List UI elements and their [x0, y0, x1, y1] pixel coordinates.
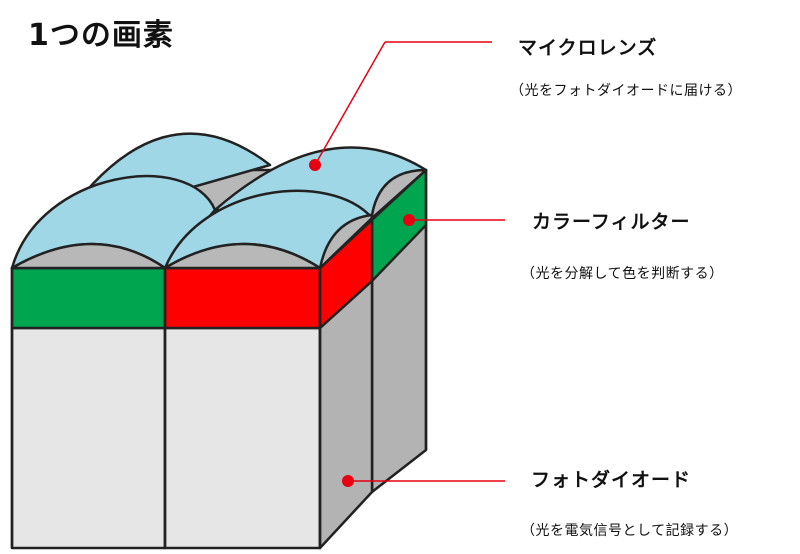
color-filter-green: [10, 266, 167, 330]
photodiode-note: （光を電気信号として記録する）: [521, 523, 739, 539]
color-filter-red: [163, 266, 322, 330]
page-title: 1つの画素: [28, 18, 174, 53]
pointer-dot-microlens: [309, 159, 321, 171]
color-filter-note: （光を分解して色を判断する）: [521, 266, 724, 282]
color-filter-label: カラーフィルター: [532, 211, 691, 233]
photodiode-label: フォトダイオード: [531, 469, 692, 491]
microlens-note: （光をフォトダイオードに届ける）: [510, 83, 742, 99]
pointer-line-microlens: [314, 41, 386, 166]
photodiode-front-right: [163, 326, 322, 550]
microlens-front-left-shadow: [10, 242, 167, 270]
microlens-front-right-shadow: [163, 242, 322, 270]
pointer-dot-photodiode: [342, 475, 354, 487]
photodiode-front-left: [10, 326, 167, 550]
microlens-label: マイクロレンズ: [518, 37, 658, 59]
pointer-dot-color-filter: [403, 214, 415, 226]
